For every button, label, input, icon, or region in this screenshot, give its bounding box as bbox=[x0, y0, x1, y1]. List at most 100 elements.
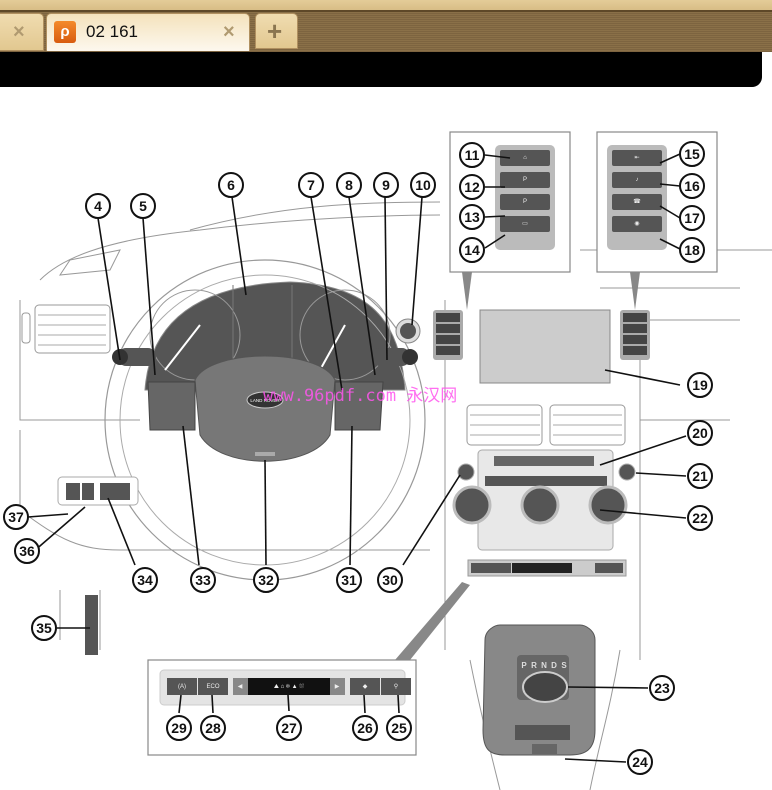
svg-text:8: 8 bbox=[345, 177, 353, 193]
svg-text:20: 20 bbox=[692, 425, 708, 441]
svg-text:11: 11 bbox=[465, 147, 480, 163]
tab-active[interactable]: ρ 02 161 × bbox=[46, 13, 250, 51]
park-assist-icon: P bbox=[523, 199, 527, 205]
gear-selector: P R N D S bbox=[482, 624, 596, 756]
steering-wheel: LAND ROVER bbox=[104, 259, 426, 581]
tab-title: 02 161 bbox=[86, 22, 138, 41]
svg-text:26: 26 bbox=[357, 720, 373, 736]
dash-right-buttons bbox=[620, 310, 650, 360]
svg-text:4: 4 bbox=[94, 198, 102, 214]
svg-text:22: 22 bbox=[692, 510, 708, 526]
browser-tab-bar: × ρ 02 161 × + bbox=[0, 0, 772, 52]
callout-30: 30 bbox=[377, 567, 403, 593]
svg-text:34: 34 bbox=[137, 572, 153, 588]
right-arrow-icon: ▶ bbox=[335, 684, 340, 690]
svg-text:15: 15 bbox=[684, 146, 700, 162]
close-icon[interactable]: × bbox=[223, 21, 235, 43]
callout-11: 11 bbox=[459, 142, 485, 168]
callout-20: 20 bbox=[687, 420, 713, 446]
center-air-vents bbox=[466, 404, 626, 446]
callout-31: 31 bbox=[336, 567, 362, 593]
lower-left-switches bbox=[57, 476, 139, 655]
svg-text:10: 10 bbox=[415, 177, 431, 193]
callout-7: 7 bbox=[298, 172, 324, 198]
svg-text:12: 12 bbox=[464, 179, 480, 195]
callout-35: 35 bbox=[31, 615, 57, 641]
callout-26: 26 bbox=[352, 715, 378, 741]
callout-25: 25 bbox=[386, 715, 412, 741]
svg-text:24: 24 bbox=[632, 754, 648, 770]
terrain-mode-icons: ⛰ ⌂ ❄ ▲ ⛆ bbox=[274, 683, 304, 690]
svg-text:16: 16 bbox=[684, 178, 700, 194]
svg-text:7: 7 bbox=[307, 177, 315, 193]
callout-4: 4 bbox=[85, 193, 111, 219]
touchscreen bbox=[479, 309, 611, 384]
callout-29: 29 bbox=[166, 715, 192, 741]
svg-text:21: 21 bbox=[692, 468, 708, 484]
watermark: www.96pdf.com 永汉网 bbox=[263, 386, 457, 406]
start-stop-button bbox=[395, 318, 421, 344]
inset-terrain-panel: (A) ECO ◀ ▶ ⛰ ⌂ ❄ ▲ ⛆ ◆ ⚲ bbox=[147, 582, 470, 756]
callout-14: 14 bbox=[459, 237, 485, 263]
svg-text:35: 35 bbox=[36, 620, 52, 636]
phone-icon: ☎ bbox=[633, 198, 641, 205]
callout-19: 19 bbox=[687, 372, 713, 398]
tab-previous[interactable]: × bbox=[0, 13, 44, 51]
svg-text:9: 9 bbox=[382, 177, 390, 193]
climate-control-panel bbox=[452, 449, 636, 551]
svg-text:D: D bbox=[551, 661, 557, 670]
svg-text:29: 29 bbox=[171, 720, 187, 736]
callouts: 4 5 6 7 8 9 10 11 12 13 14 15 16 17 18 1… bbox=[3, 141, 713, 775]
callout-24: 24 bbox=[627, 749, 653, 775]
callout-32: 32 bbox=[253, 567, 279, 593]
music-icon: ♪ bbox=[636, 177, 639, 183]
svg-text:37: 37 bbox=[8, 509, 24, 525]
svg-text:33: 33 bbox=[195, 572, 211, 588]
svg-text:18: 18 bbox=[684, 242, 700, 258]
leader-lines bbox=[27, 153, 687, 763]
callout-22: 22 bbox=[687, 505, 713, 531]
svg-text:5: 5 bbox=[139, 198, 147, 214]
callout-23: 23 bbox=[649, 675, 675, 701]
callout-17: 17 bbox=[679, 205, 705, 231]
callout-37: 37 bbox=[3, 504, 29, 530]
dashboard-diagram: LAND ROVER bbox=[3, 131, 772, 790]
callout-8: 8 bbox=[336, 172, 362, 198]
svg-text:25: 25 bbox=[391, 720, 407, 736]
callout-13: 13 bbox=[459, 204, 485, 230]
hill-descent-icon: (A) bbox=[178, 684, 186, 690]
callout-36: 36 bbox=[14, 538, 40, 564]
tab-bar-top-edge bbox=[0, 0, 772, 12]
callout-28: 28 bbox=[200, 715, 226, 741]
toolbar-bar bbox=[0, 52, 762, 87]
callout-33: 33 bbox=[190, 567, 216, 593]
callout-10: 10 bbox=[410, 172, 436, 198]
left-air-vent bbox=[21, 304, 111, 354]
gear-labels: P R N D S bbox=[521, 661, 567, 670]
callout-6: 6 bbox=[218, 172, 244, 198]
close-icon[interactable]: × bbox=[13, 21, 25, 43]
callout-27: 27 bbox=[276, 715, 302, 741]
callout-12: 12 bbox=[459, 174, 485, 200]
new-tab-button[interactable]: + bbox=[255, 13, 298, 49]
svg-text:36: 36 bbox=[19, 543, 35, 559]
callout-21: 21 bbox=[687, 463, 713, 489]
navigation-icon: ◉ bbox=[634, 221, 639, 227]
svg-text:N: N bbox=[541, 661, 547, 670]
svg-text:19: 19 bbox=[692, 377, 708, 393]
callout-15: 15 bbox=[679, 141, 705, 167]
home-icon: ⌂ bbox=[523, 155, 527, 161]
svg-text:P: P bbox=[521, 661, 527, 670]
svg-text:S: S bbox=[561, 661, 567, 670]
dsc-off-icon: ⚲ bbox=[394, 683, 398, 690]
left-arrow-icon: ◀ bbox=[238, 684, 243, 690]
svg-text:31: 31 bbox=[341, 572, 357, 588]
dynamic-stability-icon: ◆ bbox=[363, 684, 368, 690]
camera-icon: ▭ bbox=[522, 221, 528, 227]
svg-text:28: 28 bbox=[205, 720, 221, 736]
app-logo-icon: ρ bbox=[54, 21, 76, 43]
callout-5: 5 bbox=[130, 193, 156, 219]
svg-text:14: 14 bbox=[464, 242, 480, 258]
svg-text:23: 23 bbox=[654, 680, 670, 696]
svg-text:R: R bbox=[531, 661, 537, 670]
